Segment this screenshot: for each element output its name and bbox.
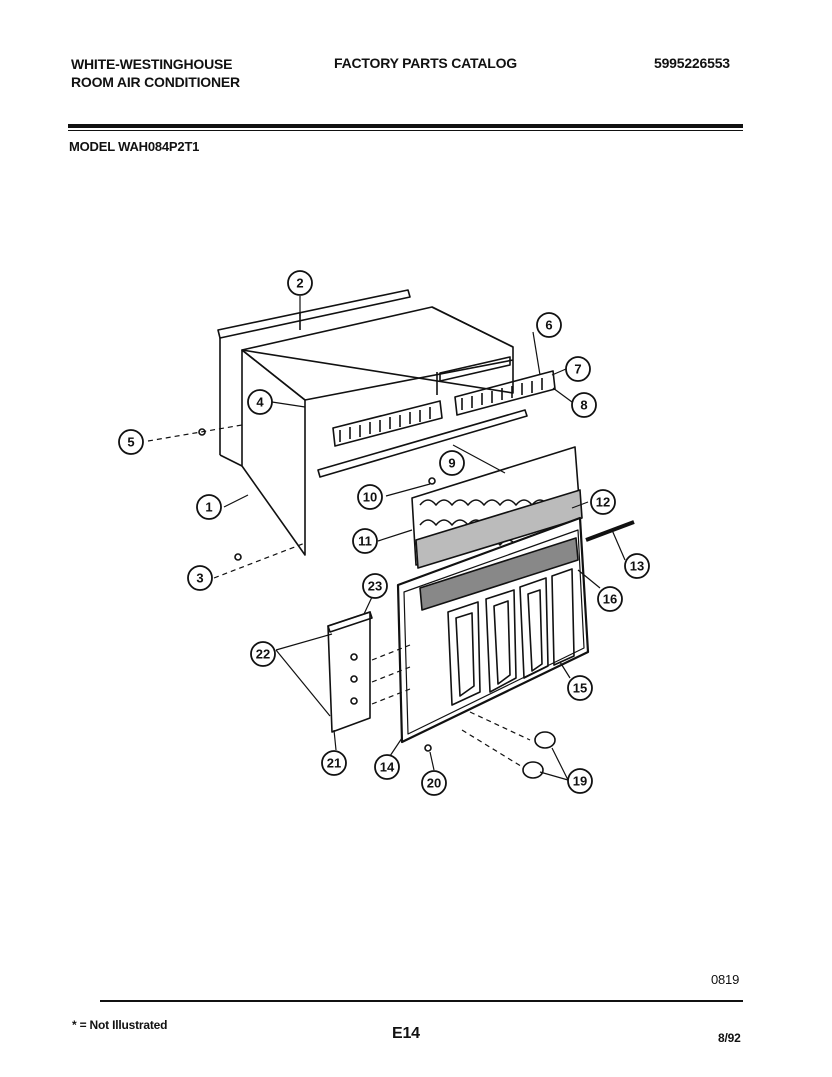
callout-2: 2 [296, 276, 303, 291]
knobs-drawing [424, 731, 556, 779]
filter-drawing [411, 446, 583, 569]
catalog-title: FACTORY PARTS CATALOG [334, 55, 517, 71]
page-number: E14 [392, 1025, 420, 1042]
callout-13: 13 [630, 559, 644, 574]
model-number: MODEL WAH084P2T1 [69, 139, 200, 154]
catalog-number: 5995226553 [654, 55, 730, 71]
cabinet-drawing [217, 289, 514, 556]
drawing-code: 0819 [711, 972, 740, 987]
callout-4: 4 [256, 395, 264, 410]
callout-14: 14 [380, 760, 395, 775]
brand-name: WHITE-WESTINGHOUSE [71, 56, 233, 72]
callout-7: 7 [574, 362, 581, 377]
callout-15: 15 [573, 681, 587, 696]
rail-drawing [317, 409, 528, 478]
callout-8: 8 [580, 398, 587, 413]
header-rule-thin [68, 130, 743, 131]
callout-3: 3 [196, 571, 203, 586]
front-grille-drawing [396, 516, 590, 744]
callout-19: 19 [573, 774, 587, 789]
callout-16: 16 [603, 592, 617, 607]
callout-22: 22 [256, 647, 270, 662]
assembly-lines [147, 424, 531, 769]
brand-block: WHITE-WESTINGHOUSE ROOM AIR CONDITIONER [71, 55, 240, 91]
product-type: ROOM AIR CONDITIONER [71, 74, 240, 90]
rod-drawing [585, 520, 635, 542]
revision-date: 8/92 [718, 1031, 741, 1045]
left-louver-drawing [332, 400, 443, 447]
callout-circles [118, 270, 650, 796]
screw-3 [234, 553, 242, 561]
screw-5 [198, 428, 206, 436]
callout-9: 9 [448, 456, 455, 471]
callout-23: 23 [368, 579, 382, 594]
control-panel-drawing [327, 611, 373, 733]
callout-20: 20 [427, 776, 441, 791]
callout-10: 10 [363, 490, 377, 505]
callout-11: 11 [358, 534, 372, 549]
callout-6: 6 [545, 318, 552, 333]
header-rule [68, 124, 743, 128]
callout-21: 21 [327, 756, 341, 771]
footer-rule [100, 1000, 743, 1002]
callout-5: 5 [127, 435, 134, 450]
screw-10 [428, 477, 436, 485]
not-illustrated-note: * = Not Illustrated [72, 1018, 168, 1032]
callout-12: 12 [596, 495, 610, 510]
leader-lines [223, 296, 626, 781]
callout-1: 1 [205, 500, 212, 515]
